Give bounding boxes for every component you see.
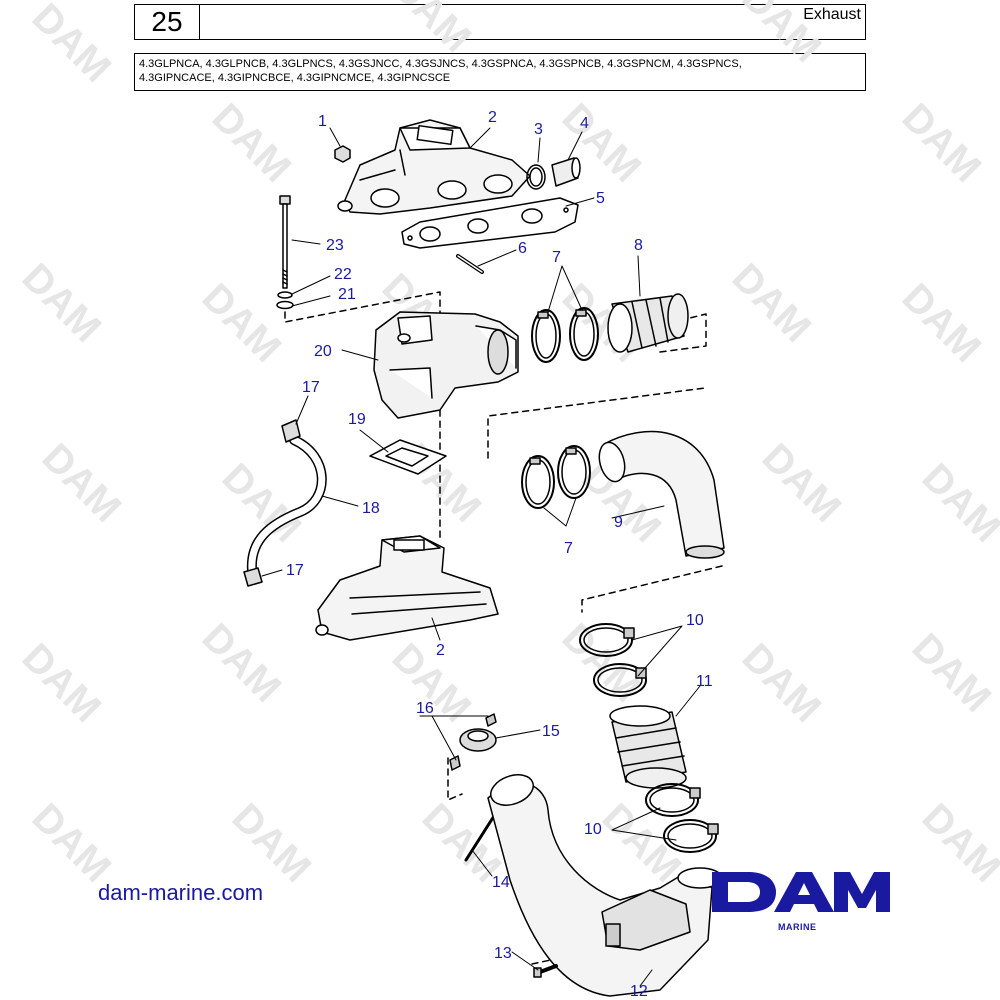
cover-plate-part-15 (459, 728, 497, 752)
model-list-line-2: 4.3GIPNCACE, 4.3GIPNCBCE, 4.3GIPNCMCE, 4… (139, 72, 451, 84)
screw-part-16-upper (485, 713, 497, 727)
model-list-line-1: 4.3GLPNCA, 4.3GLPNCB, 4.3GLPNCS, 4.3GSJN… (139, 58, 742, 70)
callout-19: 19 (348, 411, 366, 428)
page-number: 25 (135, 5, 200, 39)
watermark-text: DAM (34, 435, 130, 531)
callout-3: 3 (534, 121, 543, 138)
hose-clamp-part-7-lower (521, 445, 591, 509)
hose-clamp-part-3 (526, 164, 546, 190)
screw-part-16-lower (449, 755, 461, 771)
watermark: DAM DAM DAM DAM DAM DAM DAM DAM DAM DAM … (14, 0, 1000, 891)
watermark-text: DAM (594, 795, 690, 891)
exhaust-pipe-elbow-part-9 (598, 430, 725, 559)
watermark-text: DAM (904, 625, 1000, 721)
watermark-text: DAM (554, 615, 650, 711)
stud-part-6 (456, 254, 484, 274)
leader-lines (261, 127, 701, 987)
manifold-gasket-part-5 (401, 197, 579, 249)
watermark-text: DAM (194, 275, 290, 371)
callout-7-upper: 7 (552, 249, 561, 266)
watermark-text: DAM (894, 95, 990, 191)
hose-clamp-part-17-upper (281, 419, 301, 443)
nut-part-1 (334, 145, 351, 163)
watermark-text: DAM (224, 795, 320, 891)
hose-clamp-part-10-lower (645, 783, 719, 853)
watermark-text: DAM (24, 795, 120, 891)
callout-1: 1 (318, 113, 327, 130)
long-bolt-part-23 (279, 195, 291, 289)
watermark-text: DAM (914, 795, 1000, 891)
pin-part-14 (464, 814, 496, 862)
callout-11: 11 (696, 673, 713, 690)
watermark-text: DAM (204, 95, 300, 191)
watermark-text: DAM (734, 635, 830, 731)
bolt-part-13 (533, 964, 558, 978)
callout-labels: 1 2 3 4 5 6 7 8 23 22 21 20 17 19 18 9 7… (286, 109, 713, 1000)
callout-2-lower: 2 (436, 642, 445, 659)
exhaust-bellows-part-8 (607, 293, 689, 353)
watermark-text: DAM (14, 635, 110, 731)
watermark-text: DAM (914, 455, 1000, 551)
watermark-text: DAM (754, 435, 850, 531)
exhaust-y-pipe-part-12 (487, 774, 723, 997)
callout-9: 9 (614, 514, 623, 531)
callout-12: 12 (630, 983, 648, 1000)
callout-4: 4 (580, 115, 589, 132)
assembly-dashed-lines (284, 291, 723, 965)
callout-14: 14 (492, 874, 510, 891)
callout-17-lower: 17 (286, 562, 304, 579)
exhaust-manifold-bottom (315, 535, 499, 641)
callout-13: 13 (494, 945, 512, 962)
exhaust-manifold-top (337, 119, 531, 215)
callout-8: 8 (634, 237, 643, 254)
website-url[interactable]: dam-marine.com (98, 880, 264, 905)
callout-15: 15 (542, 723, 560, 740)
watermark-text: DAM (14, 255, 110, 351)
callout-10-upper: 10 (686, 612, 704, 629)
callout-17-upper: 17 (302, 379, 320, 396)
dam-marine-logo (712, 872, 890, 912)
callout-21: 21 (338, 286, 356, 303)
watermark-text: DAM (24, 0, 120, 91)
callout-5: 5 (596, 190, 605, 207)
callout-7-lower: 7 (564, 540, 573, 557)
section-title: Exhaust (803, 6, 861, 23)
watermark-text: DAM (724, 255, 820, 351)
lock-washer-part-22 (277, 291, 293, 299)
callout-20: 20 (314, 343, 332, 360)
model-list: 4.3GLPNCA, 4.3GLPNCB, 4.3GLPNCS, 4.3GSJN… (134, 53, 866, 91)
watermark-text: DAM (734, 0, 830, 71)
elbow-gasket-part-19 (369, 439, 447, 475)
hose-clamp-part-17-lower (243, 567, 263, 587)
callout-23: 23 (326, 237, 344, 254)
callout-2: 2 (488, 109, 497, 126)
watermark-text: DAM (384, 0, 480, 61)
water-hose-part-18 (246, 435, 327, 575)
callout-22: 22 (334, 266, 352, 283)
header-box: 25 Exhaust (134, 4, 866, 40)
callout-10-lower: 10 (584, 821, 602, 838)
callout-18: 18 (362, 500, 380, 517)
washer-part-21 (276, 300, 294, 310)
watermark-text: DAM (194, 615, 290, 711)
sleeve-part-4 (551, 157, 581, 187)
exhaust-bellows-part-11 (609, 705, 687, 789)
watermark-text: DAM (894, 275, 990, 371)
hose-clamp-part-7-upper (531, 307, 599, 363)
exhaust-elbow-part-20 (373, 311, 519, 419)
logo-subtext: MARINE (778, 922, 817, 932)
callout-16: 16 (416, 700, 434, 717)
callout-6: 6 (518, 240, 527, 257)
